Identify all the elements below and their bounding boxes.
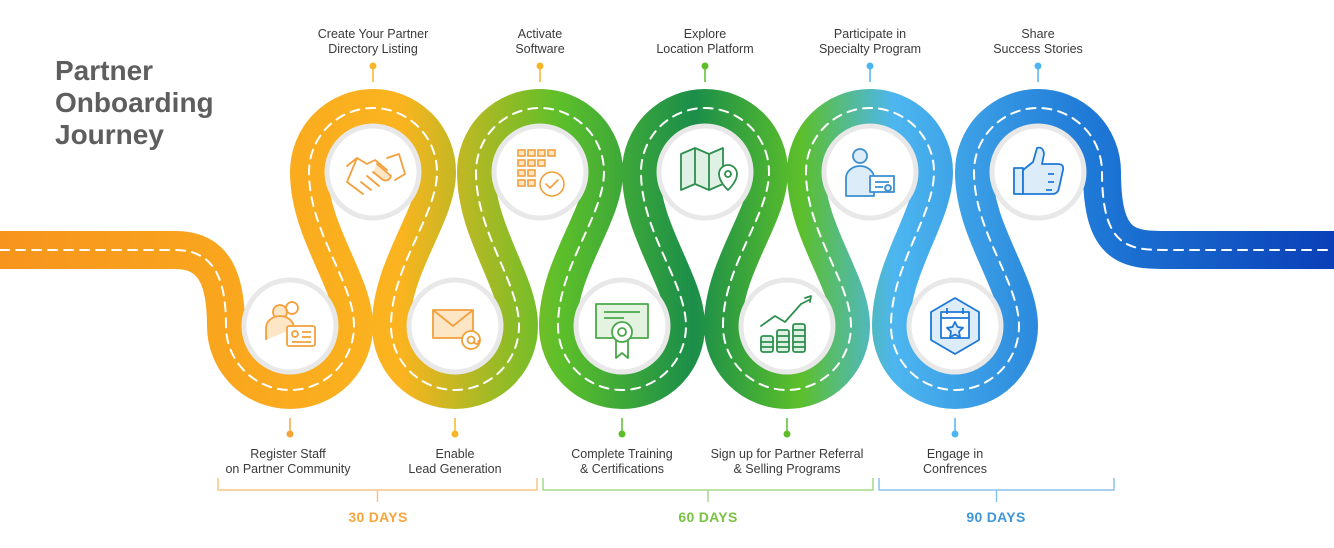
staff-id-card-icon [265,301,316,347]
star-calendar-icon [930,297,980,355]
connector-dot [451,430,459,438]
calendar-check-icon [517,149,565,197]
certificate-icon [595,303,649,359]
connector-dot [1034,62,1042,70]
period-bracket [878,478,1115,502]
step-label-training-certifications: Complete Training& Certifications [571,447,673,476]
thumbs-up-icon [1013,146,1065,195]
connector-dot [866,62,874,70]
period-90-days: 90 DAYS [966,509,1026,525]
step-circle [738,277,836,375]
step-circle [491,123,589,221]
connector-dot [286,430,294,438]
label-connectors [286,62,1042,438]
connector-dot [783,430,791,438]
period-bracket [542,478,874,502]
connector-dot [701,62,709,70]
page-title: Partner Onboarding Journey [55,55,214,150]
connector-dot [618,430,626,438]
period-60-days: 60 DAYS [678,509,738,525]
connector-dot [369,62,377,70]
handshake-icon [346,153,406,195]
growth-coins-icon [760,295,812,353]
period-bracket [217,478,538,502]
person-certificate-icon [845,148,895,197]
period-brackets [217,478,1115,502]
connector-dot [951,430,959,438]
connector-dot [536,62,544,70]
map-pin-icon [680,147,738,191]
envelope-at-icon [432,309,481,350]
step-label-referral-programs: Sign up for Partner Referral& Selling Pr… [710,447,864,476]
road [0,89,1334,409]
period-30-days: 30 DAYS [348,509,408,525]
